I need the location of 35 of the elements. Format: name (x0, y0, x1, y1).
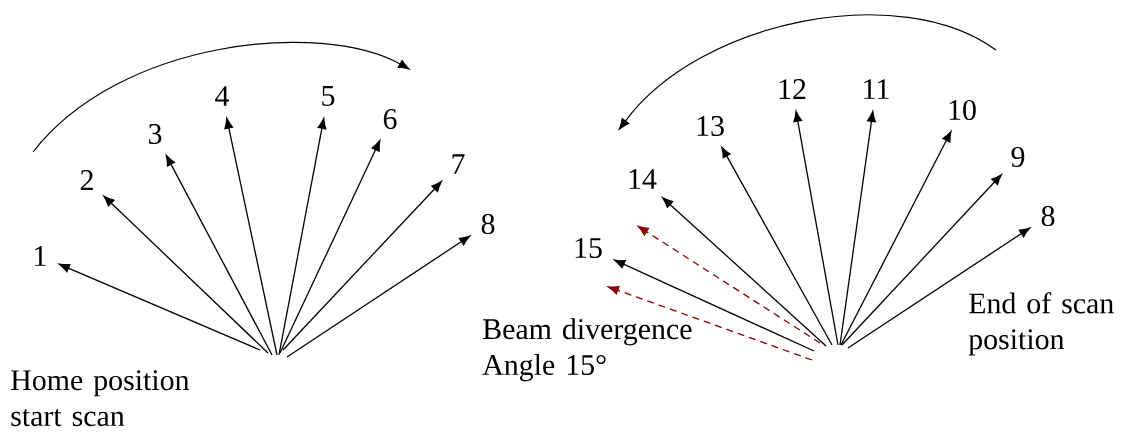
arrow (286, 235, 471, 358)
scan-number: 4 (215, 86, 229, 106)
scan-number: 13 (697, 115, 724, 137)
scan-number: 10 (949, 99, 976, 121)
arrow (847, 227, 1031, 349)
arrow (662, 197, 827, 347)
scan-number: 3 (149, 123, 162, 145)
scan-number: 6 (383, 108, 397, 130)
scan-number: 15 (575, 238, 602, 258)
arrow (841, 174, 1003, 346)
arrow (793, 110, 839, 346)
scan-number: 7 (452, 154, 465, 174)
arrow (165, 154, 273, 356)
caption-text: Home position start scan (11, 370, 190, 427)
caption-text: End of scan position (968, 292, 1114, 356)
scan-number: 5 (322, 86, 335, 106)
arrow (58, 263, 261, 351)
arrow (721, 146, 833, 346)
arrow (840, 130, 952, 346)
arrow (224, 117, 278, 356)
arrow (839, 110, 876, 346)
arrow (279, 140, 381, 354)
scan-number: 2 (80, 170, 93, 190)
scan-number: 8 (1041, 205, 1055, 227)
arrow (103, 195, 269, 354)
arrow (282, 181, 442, 351)
caption-text: Beam divergence Angle 15° (482, 318, 692, 382)
arrow (614, 259, 815, 352)
scan-number: 8 (481, 213, 495, 235)
scan-number: 14 (629, 169, 657, 189)
scan-number: 11 (864, 79, 889, 99)
scan-number: 1 (35, 246, 46, 266)
scan-number: 9 (1011, 146, 1025, 168)
scan-number: 12 (779, 79, 806, 99)
arrow (278, 117, 327, 356)
